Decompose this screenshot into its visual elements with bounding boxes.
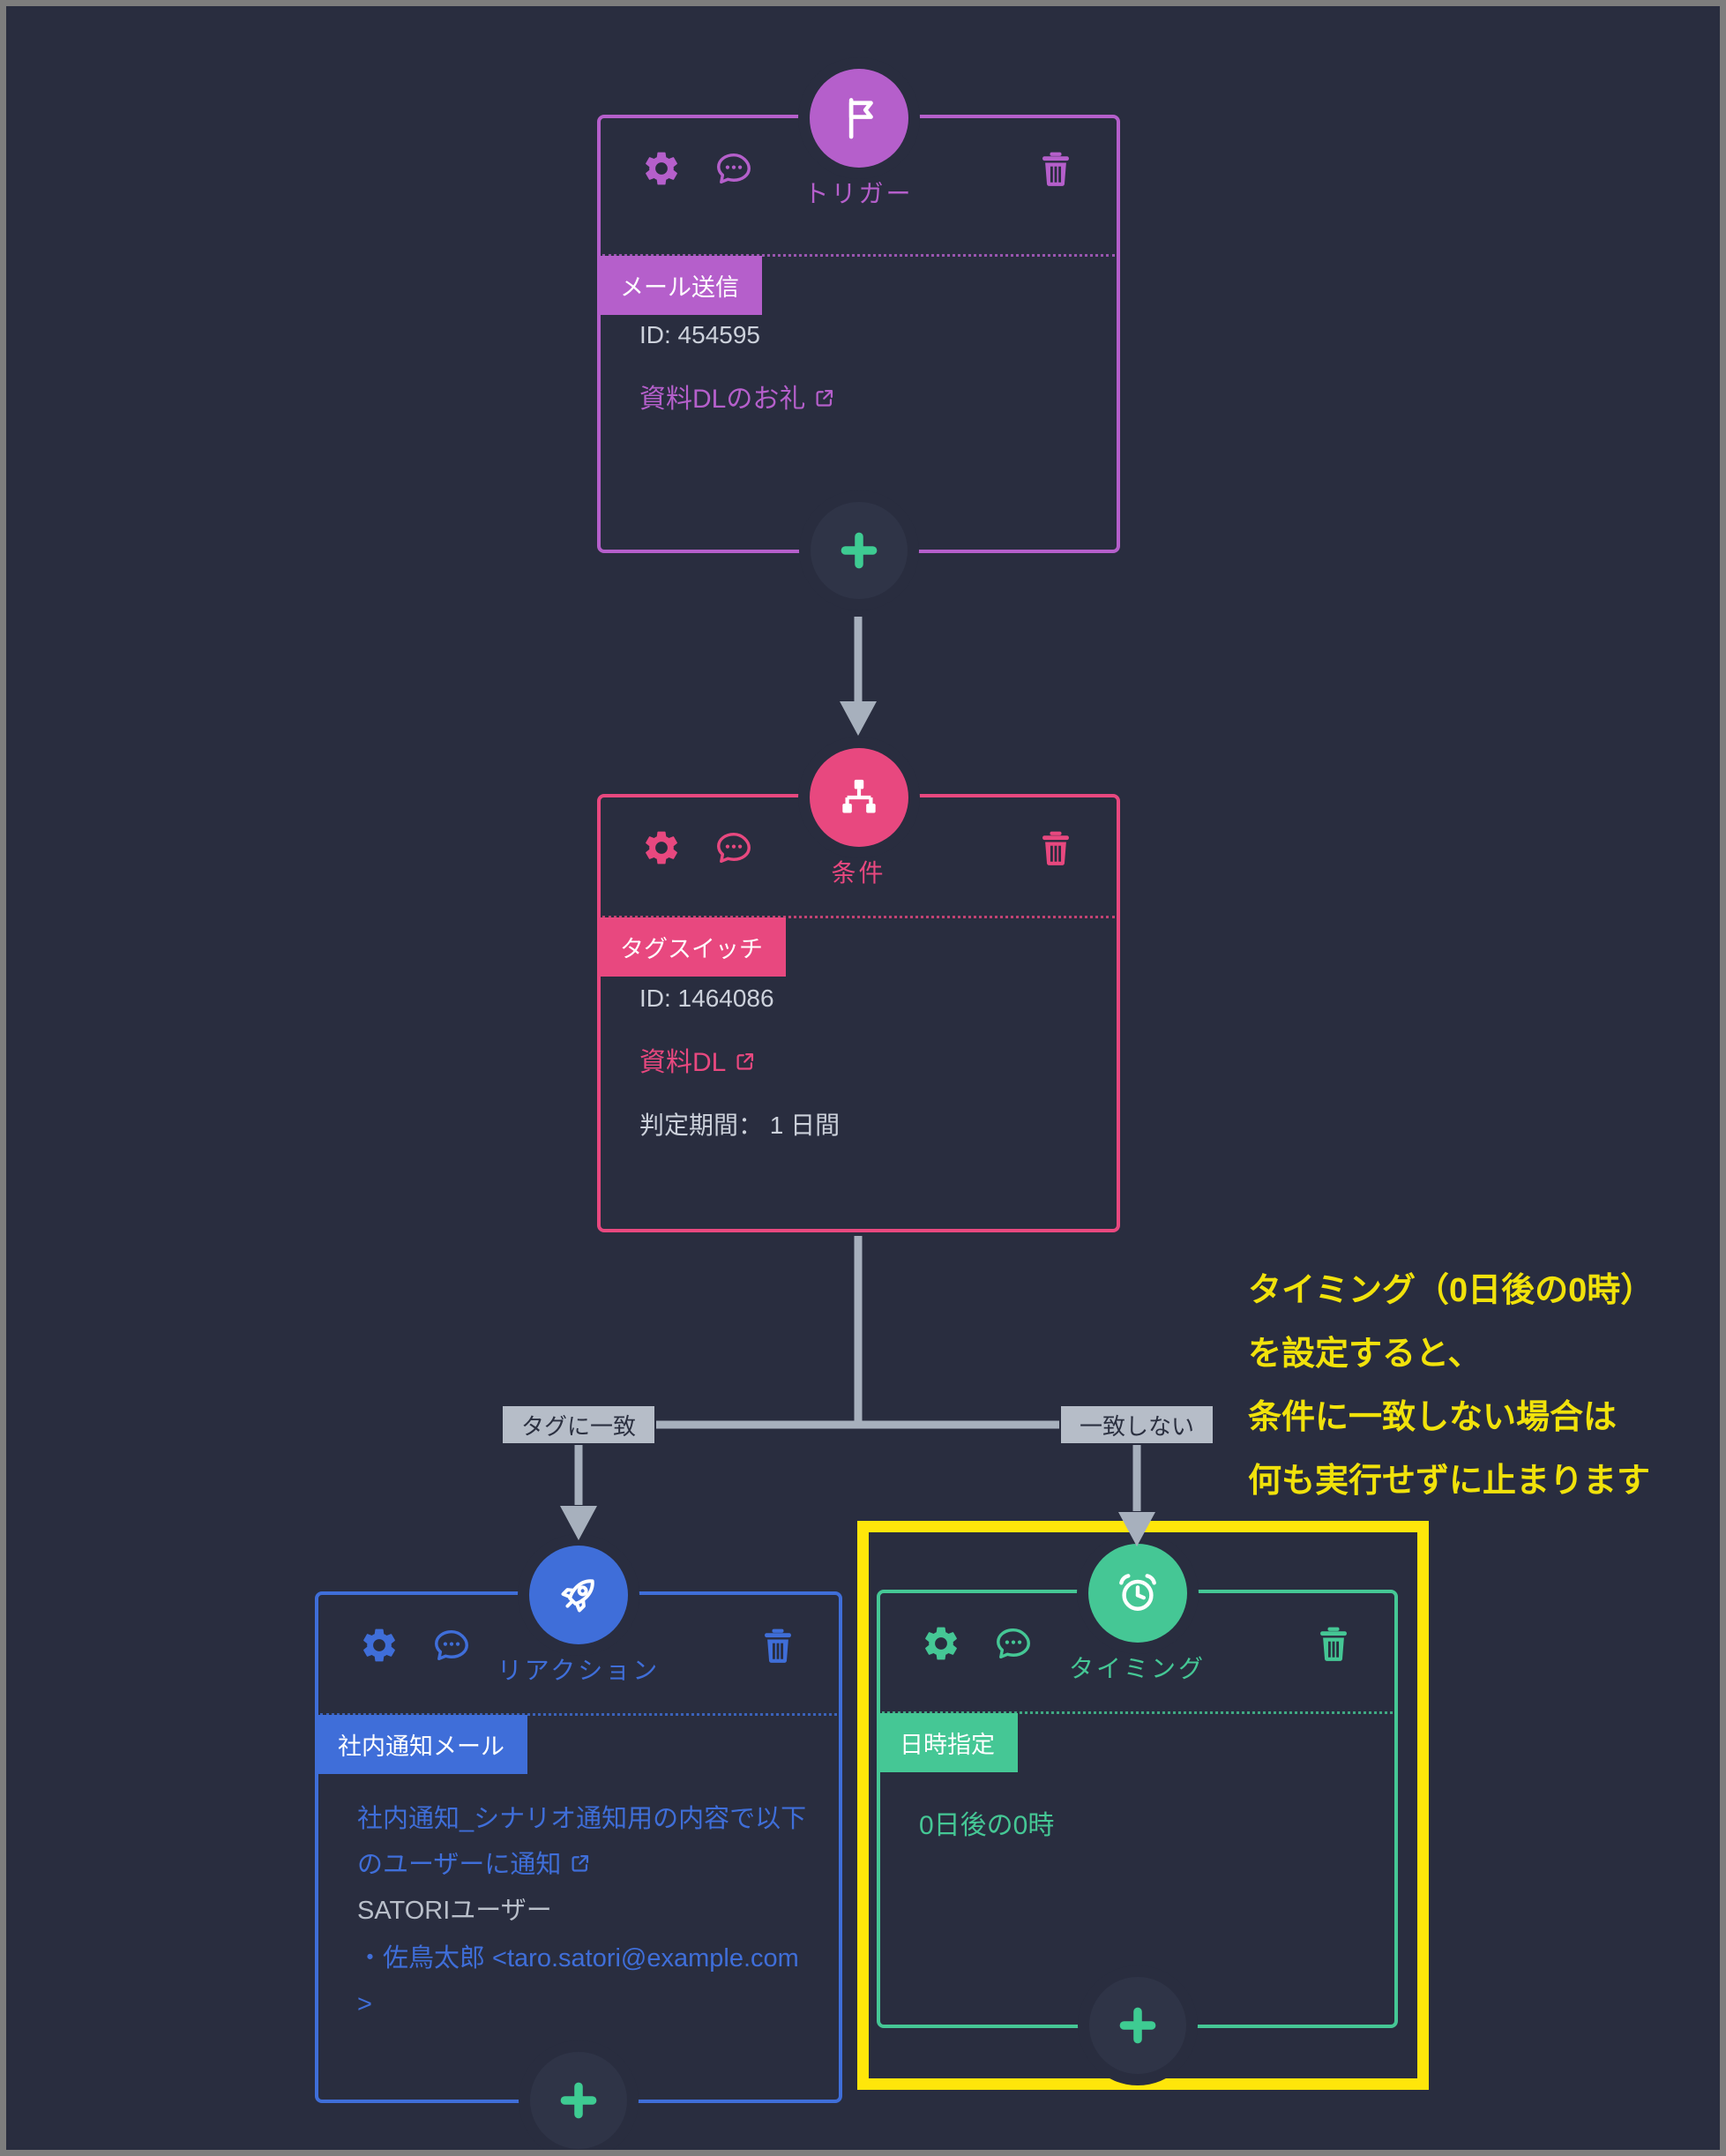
reaction-badge: 社内通知メール [315,1715,527,1774]
condition-toolbar [601,827,1117,868]
timing-node[interactable]: タイミング 日時指定 0日後の0時 [877,1544,1398,2074]
comment-icon[interactable] [714,148,754,189]
condition-node[interactable]: 条件 タグスイッチ ID: 1464086 資料DL 判定期間： 1 日間 [597,748,1120,1232]
branch-label-no-match: 一致しない [1061,1406,1213,1443]
annotation-line: 条件に一致しない場合は [1248,1399,1618,1436]
trigger-type-label: トリガー [803,180,914,207]
divider [602,254,1115,257]
branch-label-match: タグに一致 [503,1406,654,1443]
gear-icon[interactable] [641,827,682,868]
annotation-line: を設定すると、 [1248,1336,1482,1373]
gear-icon[interactable] [921,1623,961,1664]
annotation-line: タイミング（0日後の0時） [1248,1272,1655,1309]
rocket-icon [561,1579,594,1613]
condition-tag-link[interactable]: 資料DL [639,1039,1087,1087]
trash-icon[interactable] [1313,1623,1354,1664]
highlight-box [857,1521,1429,2090]
reaction-notify-link[interactable]: 社内通知_シナリオ通知用の内容で以下のユーザーに通知 [357,1796,809,1888]
comment-icon[interactable] [431,1625,472,1666]
annotation: タイミング（0日後の0時） を設定すると、 条件に一致しない場合は 何も実行せず… [1248,1259,1654,1513]
timing-circle [1087,1544,1187,1643]
timing-type-label: タイミング [1068,1655,1206,1682]
timing-badge: 日時指定 [877,1713,1018,1772]
divider [320,1713,837,1716]
trigger-id: ID: 454595 [639,321,760,348]
annotation-line: 何も実行せずに止まります [1248,1463,1651,1500]
condition-period: 判定期間： 1 日間 [639,1112,841,1139]
reaction-toolbar [318,1625,839,1666]
condition-type-label: 条件 [831,859,886,887]
trigger-toolbar [601,148,1117,189]
gear-icon[interactable] [641,148,682,189]
comment-icon[interactable] [993,1623,1034,1664]
trash-icon[interactable] [1035,827,1076,868]
trigger-node[interactable]: トリガー メール送信 ID: 454595 資料DLのお礼 [597,69,1120,599]
external-link-icon [816,389,833,407]
reaction-circle [529,1546,628,1644]
divider [882,1711,1393,1714]
reaction-user-group: SATORIユーザー [357,1897,552,1926]
external-link-icon [572,1855,589,1872]
trash-icon[interactable] [758,1625,798,1666]
alarm-clock-icon [1118,1574,1156,1611]
timing-toolbar [880,1623,1394,1664]
comment-icon[interactable] [714,827,754,868]
divider [602,916,1115,918]
add-node-button[interactable] [810,502,908,599]
add-node-button[interactable] [1088,1977,1186,2074]
timing-value: 0日後の0時 [919,1811,1055,1840]
reaction-recipient: ・佐鳥太郎 <taro.satori@example.com> [357,1944,799,2019]
reaction-type-label: リアクション [497,1657,661,1684]
flag-icon [848,98,873,139]
add-node-button[interactable] [530,2052,627,2149]
trigger-link-text: 資料DLのお礼 [639,385,806,414]
condition-link-text: 資料DL [639,1048,727,1077]
trash-icon[interactable] [1035,148,1076,189]
external-link-icon [736,1052,754,1070]
condition-badge: タグスイッチ [597,917,786,977]
gear-icon[interactable] [359,1625,400,1666]
trigger-circle [809,69,908,168]
reaction-node[interactable]: リアクション 社内通知メール 社内通知_シナリオ通知用の内容で以下のユーザーに通… [315,1546,842,2149]
condition-circle [809,748,908,847]
trigger-badge: メール送信 [597,256,762,315]
reaction-link-text: 社内通知_シナリオ通知用の内容で以下のユーザーに通知 [357,1805,807,1880]
trigger-mail-link[interactable]: 資料DLのお礼 [639,376,1087,423]
condition-id: ID: 1464086 [639,984,774,1012]
sitemap-icon [841,779,876,813]
